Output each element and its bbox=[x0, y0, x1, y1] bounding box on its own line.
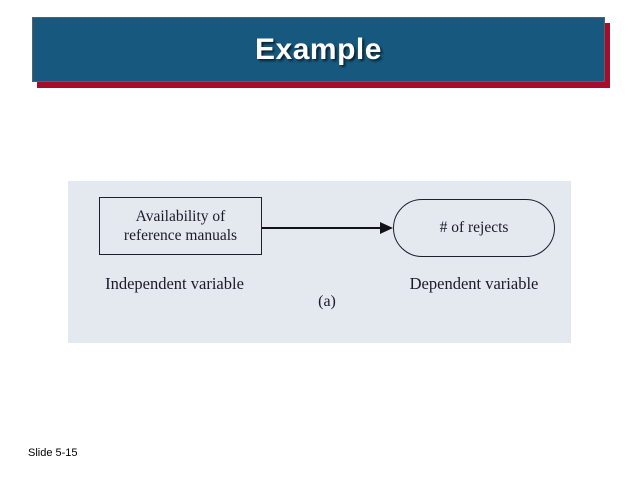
title-banner: Example bbox=[32, 17, 605, 82]
diagram-caption: (a) bbox=[318, 293, 336, 310]
dependent-variable-label: Dependent variable bbox=[409, 274, 539, 293]
independent-box-line2: reference manuals bbox=[123, 227, 238, 244]
arrow-head-icon bbox=[380, 222, 393, 234]
independent-variable-label: Independent variable bbox=[105, 274, 244, 293]
arrow-line bbox=[262, 227, 382, 229]
dependent-node-label: # of rejects bbox=[439, 219, 509, 236]
independent-variable-box: Availability of reference manuals bbox=[99, 197, 262, 255]
diagram-panel: Availability of reference manuals # of r… bbox=[68, 181, 571, 343]
dependent-variable-node: # of rejects bbox=[393, 199, 555, 257]
independent-box-line1: Availability of bbox=[135, 208, 226, 225]
slide-number: Slide 5-15 bbox=[28, 447, 78, 459]
slide-title: Example bbox=[255, 32, 382, 66]
